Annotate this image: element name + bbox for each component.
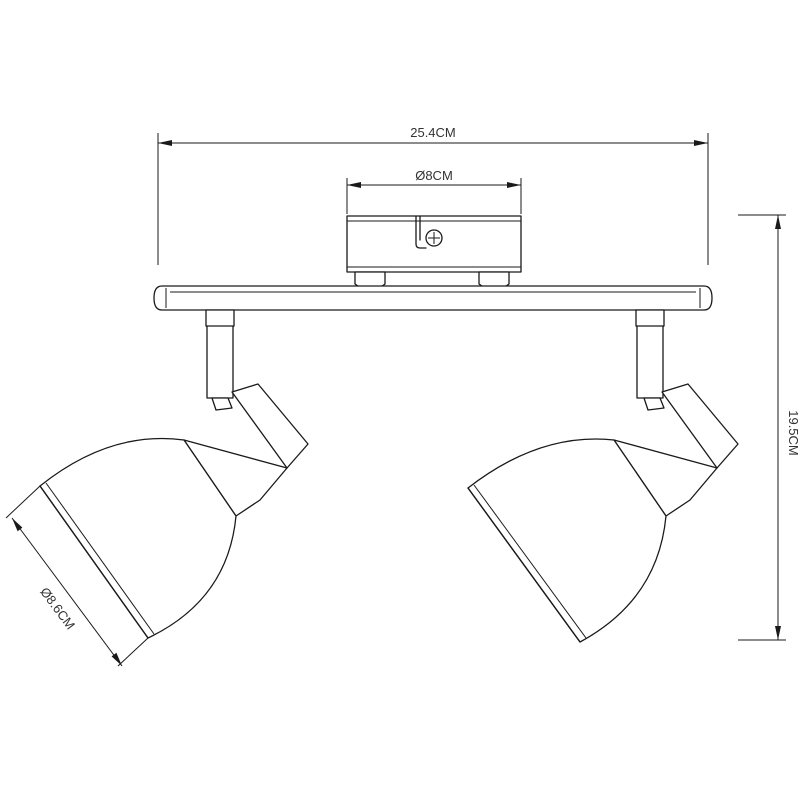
- spotlight-right: [467, 309, 739, 643]
- width-label: 25.4CM: [410, 125, 456, 140]
- shade-diameter-label: Ø8.6CM: [37, 584, 78, 632]
- spotlight-left: [39, 309, 309, 639]
- canopy-label: Ø8CM: [415, 168, 453, 183]
- height-label: 19.5CM: [786, 410, 800, 456]
- height-dimension: 19.5CM: [738, 214, 800, 641]
- ceiling-canopy: [346, 215, 522, 291]
- canopy-dimension: Ø8CM: [346, 168, 522, 214]
- mounting-bar: [153, 285, 713, 311]
- width-dimension: 25.4CM: [157, 125, 709, 265]
